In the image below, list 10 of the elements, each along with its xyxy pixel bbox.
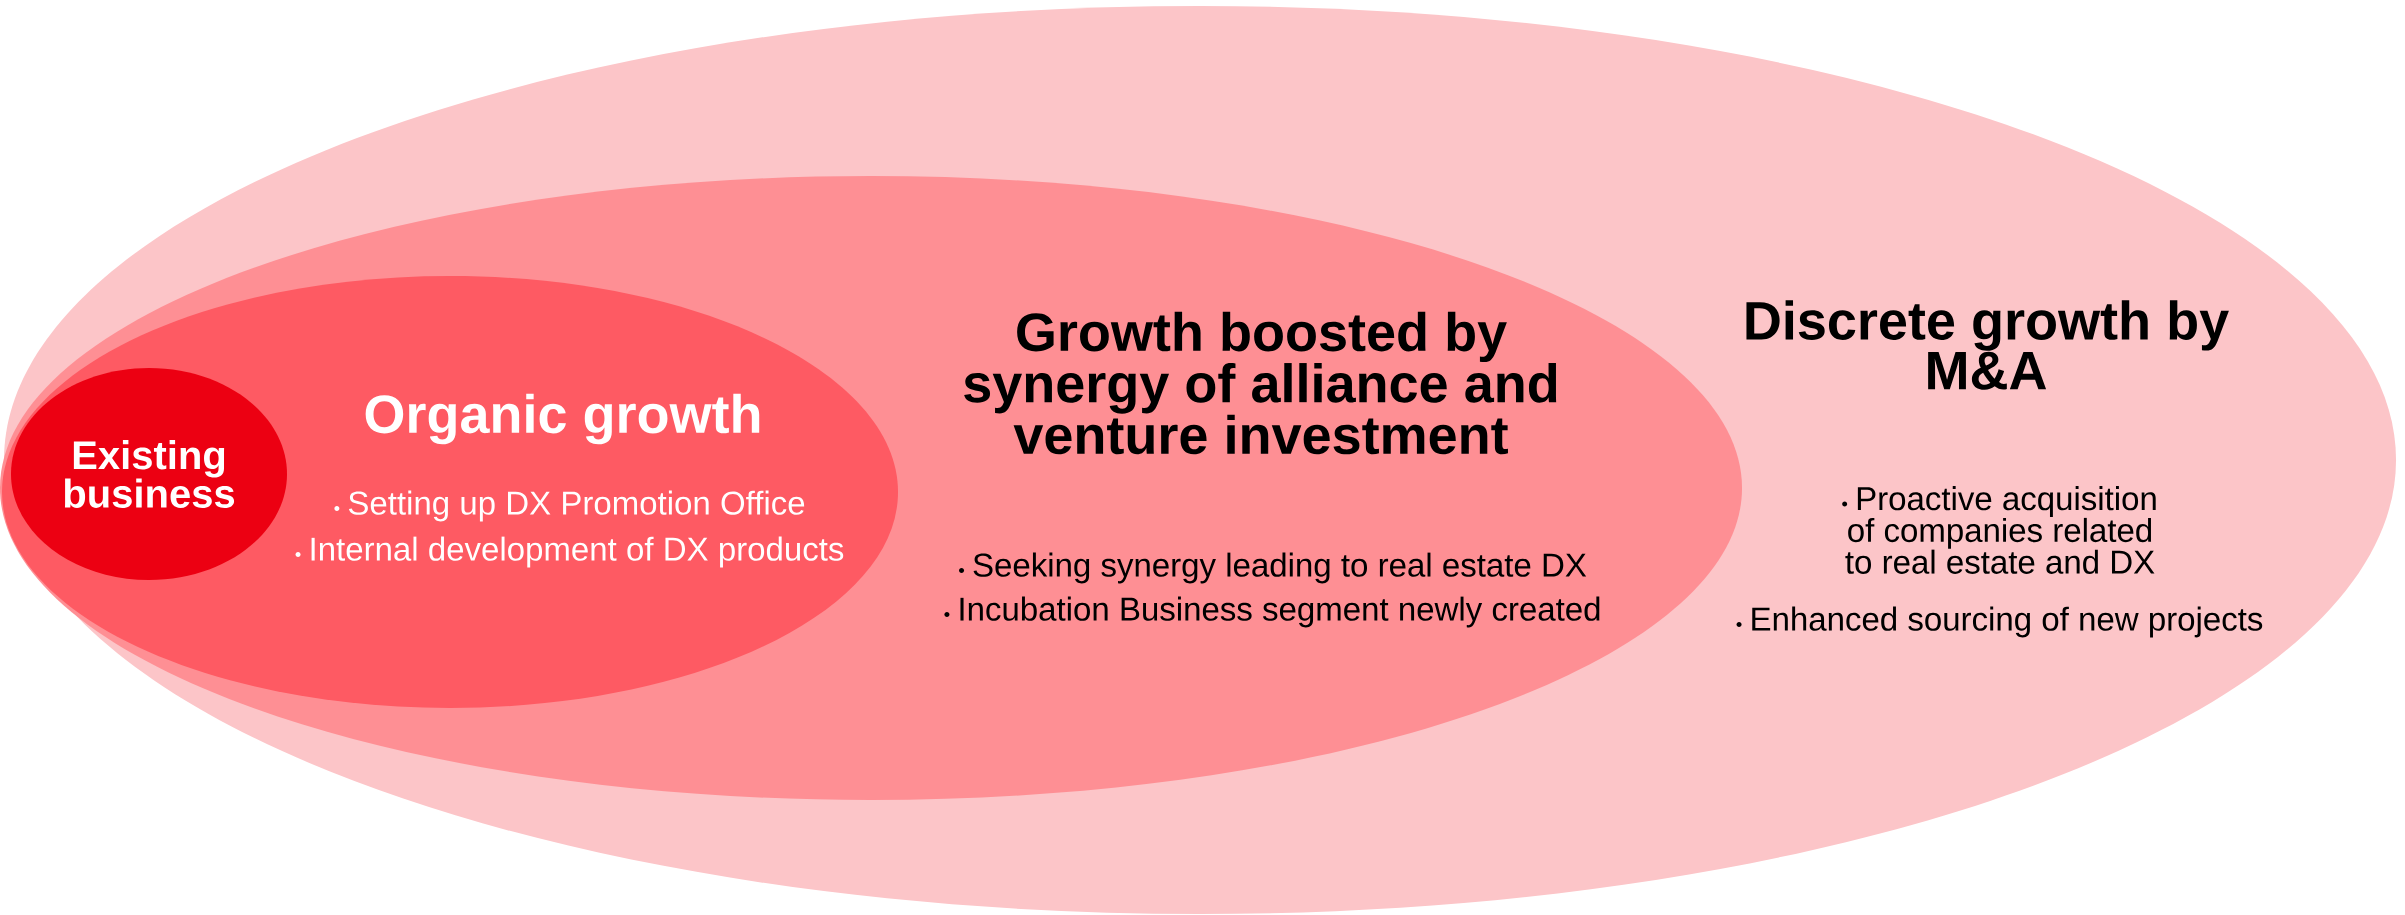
heading: Existing business xyxy=(64,440,235,508)
bullet-item: Internal development of DX products xyxy=(295,536,844,568)
bullet-item: Proactive acquisition of companies related to real estate and DX xyxy=(1842,486,2156,574)
heading: Organic growth xyxy=(365,393,760,445)
heading: Growth boosted by synergy of alliance and venture investment xyxy=(964,311,1557,455)
bullet-item: Seeking synergy leading to real estate DX xyxy=(959,552,1587,584)
bullet-item: Setting up DX Promotion Office xyxy=(334,490,805,522)
bullet-item: Enhanced sourcing of new projects xyxy=(1736,606,2263,638)
heading: Discrete growth by M&A xyxy=(1746,300,2229,390)
bullet-item: Incubation Business segment newly created xyxy=(944,596,1600,628)
